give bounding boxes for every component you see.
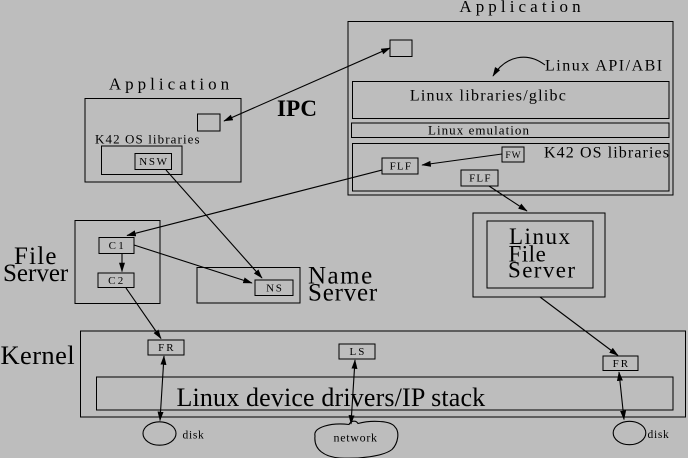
svg-text:Linux API/ABI: Linux API/ABI <box>545 58 664 75</box>
svg-text:Application: Application <box>459 0 584 16</box>
svg-text:Application: Application <box>109 75 233 94</box>
svg-text:disk: disk <box>648 429 670 441</box>
svg-text:NS: NS <box>266 282 283 294</box>
svg-text:Linux libraries/glibc: Linux libraries/glibc <box>410 88 567 105</box>
svg-text:LS: LS <box>349 346 366 358</box>
svg-text:NSW: NSW <box>139 156 169 168</box>
svg-text:FR: FR <box>158 342 175 354</box>
svg-text:File: File <box>509 242 547 267</box>
svg-text:C2: C2 <box>108 275 125 287</box>
svg-text:C1: C1 <box>109 240 126 252</box>
svg-text:Linux emulation: Linux emulation <box>428 123 530 138</box>
svg-text:K42 OS libraries: K42 OS libraries <box>95 132 201 147</box>
svg-text:File: File <box>14 243 58 270</box>
svg-text:Server: Server <box>508 258 576 283</box>
svg-text:K42 OS libraries: K42 OS libraries <box>544 145 670 162</box>
svg-text:Linux device drivers/IP stack: Linux device drivers/IP stack <box>177 383 486 412</box>
svg-text:FLF: FLF <box>390 161 413 173</box>
svg-text:Server: Server <box>3 260 69 287</box>
svg-text:disk: disk <box>183 430 205 442</box>
svg-text:FW: FW <box>505 151 521 161</box>
svg-text:FR: FR <box>613 358 630 370</box>
svg-text:IPC: IPC <box>277 96 317 121</box>
svg-text:Linux: Linux <box>509 224 571 249</box>
svg-text:network: network <box>334 431 378 445</box>
svg-text:Name: Name <box>308 263 374 290</box>
svg-text:FLF: FLF <box>469 173 492 185</box>
svg-text:Server: Server <box>308 280 378 307</box>
svg-text:Kernel: Kernel <box>1 340 76 370</box>
